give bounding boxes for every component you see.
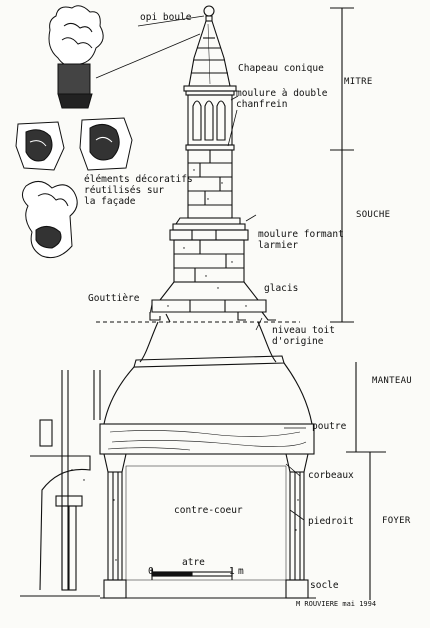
double-chamfer-moulding xyxy=(183,85,237,96)
scale-label-unit: m xyxy=(238,566,244,577)
finial-sketch xyxy=(48,5,104,109)
label-poutre: poutre xyxy=(312,421,347,432)
label-corbeaux: corbeaux xyxy=(308,470,354,481)
glacis xyxy=(151,281,267,313)
finial-ball xyxy=(203,5,215,22)
label-elements-decoratifs: éléments décoratifs réutilisés sur la fa… xyxy=(84,174,193,207)
lantern xyxy=(185,94,235,151)
mitre-shaft xyxy=(187,149,233,219)
piedroit-right xyxy=(289,471,305,581)
larmier-moulding xyxy=(169,217,249,241)
section-label-foyer: FOYER xyxy=(382,516,411,526)
piedroit-left xyxy=(107,471,123,581)
section-label-manteau: MANTEAU xyxy=(372,376,413,386)
label-niveau-toit: niveau toit d'origine xyxy=(272,325,335,347)
gutters xyxy=(149,311,276,323)
scale-label-zero: 0 xyxy=(148,566,154,577)
label-moulure-double-chanfrein: moulure à double chanfrein xyxy=(236,88,328,110)
hearth xyxy=(100,465,316,599)
section-bracket-manteau-foyer xyxy=(346,362,386,600)
label-glacis: glacis xyxy=(264,283,299,294)
decorative-elements-sketches xyxy=(15,5,133,259)
scale-label-one: 1 xyxy=(229,566,235,577)
section-label-souche: SOUCHE xyxy=(356,210,391,220)
hood xyxy=(103,321,313,425)
scale-bar xyxy=(151,568,233,580)
signature: M ROUVIERE mai 1994 xyxy=(296,600,377,608)
label-contre-coeur: contre-coeur xyxy=(174,505,243,516)
label-chapeau-conique: Chapeau conique xyxy=(238,63,324,74)
section-label-mitre: MITRE xyxy=(344,77,373,87)
souche-body xyxy=(173,239,245,283)
carved-block-3 xyxy=(22,181,78,259)
section-bracket-mitre-souche xyxy=(330,7,354,323)
carved-block-2 xyxy=(79,117,133,171)
label-gouttiere: Gouttière xyxy=(88,293,140,304)
label-socle: socle xyxy=(310,580,339,591)
label-moulure-larmier: moulure formant larmier xyxy=(258,229,344,251)
label-piedroit: piedroit xyxy=(308,516,354,527)
carved-block-1 xyxy=(15,121,65,171)
corbels xyxy=(103,453,309,473)
side-wall xyxy=(20,370,101,597)
beam xyxy=(99,423,315,455)
label-opi-boule: opi boule xyxy=(140,12,192,23)
stone-stippling xyxy=(71,169,299,561)
leader-lines xyxy=(95,15,306,521)
label-atre: atre xyxy=(182,557,205,568)
conical-hat xyxy=(188,20,231,87)
